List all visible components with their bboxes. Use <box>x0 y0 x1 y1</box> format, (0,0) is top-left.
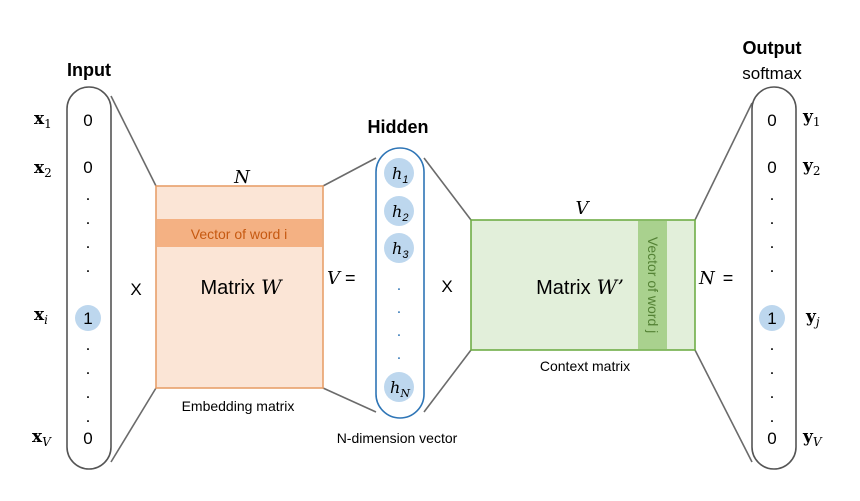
input-cells: 0 0 . . . . 1 . . . . 0 <box>83 111 92 448</box>
hidden-node: h1 <box>384 158 414 188</box>
output-hot-highlight <box>759 305 785 331</box>
output-label-yv: yV <box>802 427 823 449</box>
hidden-dot: . <box>397 277 401 294</box>
output-cell: . <box>770 233 775 252</box>
output-label-y2: y2 <box>802 156 821 178</box>
output-cell: 0 <box>767 111 776 130</box>
output-cell: . <box>770 185 775 204</box>
output-subtitle: softmax <box>742 64 802 83</box>
output-cells: 0 0 . . . . 1 . . . . 0 <box>767 111 776 448</box>
svg-text:hN: hN <box>390 378 410 400</box>
output-cell: . <box>770 335 775 354</box>
output-cell: . <box>770 407 775 426</box>
svg-text:h2: h2 <box>392 202 408 224</box>
hidden-dot: . <box>397 346 401 363</box>
n-equals: N= <box>698 268 733 289</box>
input-vector <box>66 86 112 470</box>
hidden-node: h2 <box>384 196 414 226</box>
input-cell: 0 <box>83 429 92 448</box>
input-label-xv: xV <box>32 427 52 449</box>
output-title: Output <box>743 38 802 58</box>
input-cell: . <box>86 185 91 204</box>
hidden-dot: . <box>397 323 401 340</box>
output-label-yj: yj <box>805 307 820 329</box>
hidden-caption: N-dimension vector <box>337 430 458 446</box>
embedding-caption: Embedding matrix <box>182 398 295 414</box>
embedding-row-band <box>157 219 322 247</box>
svg-text:h3: h3 <box>392 239 409 261</box>
input-cell: 1 <box>83 309 92 328</box>
input-cell: . <box>86 233 91 252</box>
context-dim-label: V <box>576 198 591 219</box>
input-cell: . <box>86 359 91 378</box>
input-cell: 0 <box>83 111 92 130</box>
context-caption: Context matrix <box>540 358 630 374</box>
context-col-band <box>638 221 667 349</box>
output-cell: . <box>770 209 775 228</box>
input-label-x2: x2 <box>34 158 52 180</box>
output-cell: 1 <box>767 309 776 328</box>
output-cell: 0 <box>767 158 776 177</box>
svg-text:h1: h1 <box>392 164 408 186</box>
input-label-xi: xi <box>34 305 48 327</box>
input-cell: . <box>86 257 91 276</box>
output-cell: . <box>770 383 775 402</box>
v-equals: V= <box>327 268 356 289</box>
multiply-sign-2: X <box>441 277 452 296</box>
input-title: Input <box>67 60 111 80</box>
input-hot-highlight <box>75 305 101 331</box>
output-label-y1: y1 <box>802 107 821 129</box>
hidden-node: hN <box>384 372 414 402</box>
input-labels: x1 x2 xi xV <box>32 109 52 449</box>
hidden-dot: . <box>397 300 401 317</box>
embedding-row-label: Vector of word i <box>191 226 288 242</box>
hidden-dots: . . . . <box>397 277 401 363</box>
output-vector <box>751 86 797 470</box>
input-label-x1: x1 <box>34 109 52 131</box>
output-cell: . <box>770 359 775 378</box>
output-cell: 0 <box>767 429 776 448</box>
multiply-sign-1: X <box>130 280 141 299</box>
input-cell: 0 <box>83 158 92 177</box>
output-cell: . <box>770 257 775 276</box>
hidden-nodes: h1 h2 h3 hN <box>384 158 414 402</box>
input-cell: . <box>86 407 91 426</box>
hidden-node: h3 <box>384 233 414 263</box>
input-cell: . <box>86 383 91 402</box>
input-cell: . <box>86 209 91 228</box>
input-cell: . <box>86 335 91 354</box>
output-labels: y1 y2 yj yV <box>802 107 823 449</box>
context-col-label: Vector of word j <box>645 237 661 334</box>
embedding-dim-label: N <box>233 167 251 188</box>
hidden-title: Hidden <box>368 117 429 137</box>
connector-lines <box>110 95 753 463</box>
